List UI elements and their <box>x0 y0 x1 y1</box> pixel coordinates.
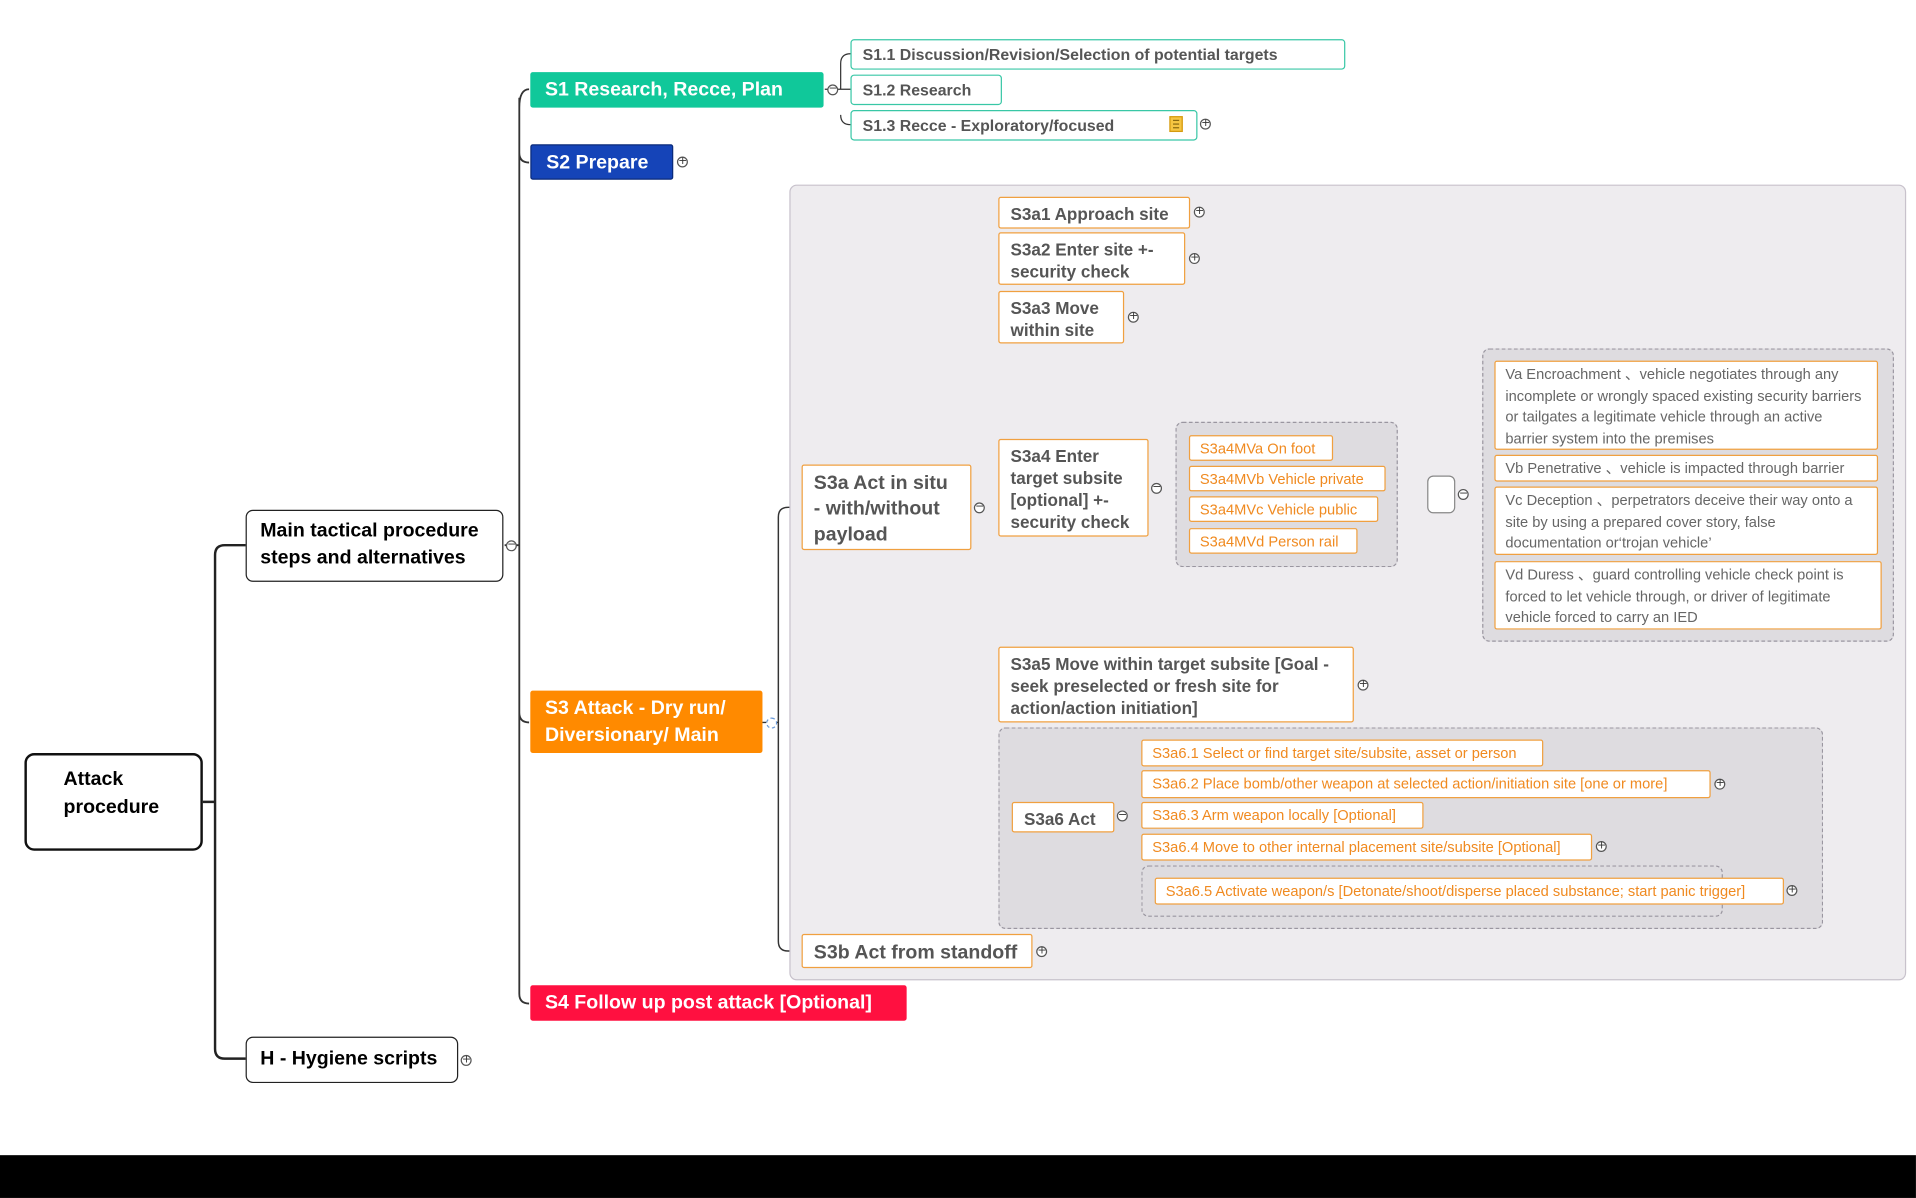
s3a6-child-node[interactable]: S3a6.4 Move to other internal placement … <box>1141 833 1593 861</box>
root-node[interactable]: Attack procedure <box>24 752 203 851</box>
s3a2-node[interactable]: S3a2 Enter site +- security check <box>998 232 1186 285</box>
expand-icon[interactable]: + <box>1786 883 1798 897</box>
collapse-icon[interactable]: − <box>827 83 839 96</box>
collapse-icon[interactable] <box>766 717 778 729</box>
expand-icon[interactable]: + <box>460 1053 472 1066</box>
s1-child-node[interactable]: S1.2 Research <box>850 74 1002 106</box>
black-footer-bar <box>0 1155 1916 1198</box>
expand-icon[interactable]: + <box>1199 117 1211 130</box>
expand-icon[interactable]: + <box>1193 205 1205 218</box>
s3b-node[interactable]: S3b Act from standoff <box>801 933 1033 969</box>
main-procedure-node[interactable]: Main tactical procedure steps and altern… <box>245 509 504 582</box>
s3a4-mode-node[interactable]: S3a4MVa On foot <box>1188 435 1334 461</box>
expand-icon[interactable]: + <box>1188 251 1200 265</box>
s3a4-node[interactable]: S3a4 Enter target subsite [optional] +- … <box>998 438 1149 537</box>
s3a6-node[interactable]: S3a6 Act <box>1011 801 1115 833</box>
s3a6-child-node[interactable]: S3a6.1 Select or find target site/subsit… <box>1141 739 1544 767</box>
s1-child-node[interactable]: S1.3 Recce - Exploratory/focused <box>850 110 1198 141</box>
s1-child-node[interactable]: S1.1 Discussion/Revision/Selection of po… <box>850 39 1346 70</box>
s3a6-child-node[interactable]: S3a6.3 Arm weapon locally [Optional] <box>1141 801 1424 829</box>
s3a5-node[interactable]: S3a5 Move within target subsite [Goal - … <box>998 646 1354 723</box>
expand-icon[interactable]: + <box>1714 777 1726 790</box>
s3a3-node[interactable]: S3a3 Move within site <box>998 290 1125 344</box>
expand-icon[interactable]: + <box>1595 839 1607 853</box>
connector-root <box>202 543 246 1060</box>
vehicle-mode-node[interactable]: Vb Penetrative 、vehicle is impacted thro… <box>1494 454 1879 482</box>
collapse-icon[interactable]: − <box>1457 487 1469 500</box>
s3a6-child-node[interactable]: S3a6.5 Activate weapon/s [Detonate/shoot… <box>1154 877 1784 905</box>
connector-s1 <box>824 53 851 126</box>
s3a4-mode-node[interactable]: S3a4MVd Person rail <box>1188 528 1358 554</box>
collapse-icon[interactable]: − <box>1116 809 1128 822</box>
brace-frame <box>1427 475 1456 514</box>
collapse-icon[interactable]: − <box>505 539 517 552</box>
step-s4-node[interactable]: S4 Follow up post attack [Optional] <box>530 985 907 1021</box>
collapse-icon[interactable]: − <box>973 501 985 514</box>
vehicle-mode-node[interactable]: Vc Deception 、perpetrators deceive their… <box>1494 486 1879 555</box>
step-s3-node[interactable]: S3 Attack - Dry run/ Diversionary/ Main <box>530 690 763 753</box>
vehicle-mode-node[interactable]: Vd Duress 、guard controlling vehicle che… <box>1494 561 1882 630</box>
expand-icon[interactable]: + <box>676 155 688 168</box>
note-icon[interactable] <box>1169 116 1183 133</box>
collapse-icon[interactable]: − <box>1151 481 1163 494</box>
step-s1-node[interactable]: S1 Research, Recce, Plan <box>530 72 824 108</box>
vehicle-mode-node[interactable]: Va Encroachment 、vehicle negotiates thro… <box>1494 360 1879 450</box>
s3a4-mode-node[interactable]: S3a4MVb Vehicle private <box>1188 465 1386 492</box>
s3a4-mode-node[interactable]: S3a4MVc Vehicle public <box>1188 496 1379 522</box>
expand-icon[interactable]: + <box>1357 678 1369 691</box>
hygiene-node[interactable]: H - Hygiene scripts <box>245 1036 459 1084</box>
expand-icon[interactable]: + <box>1127 310 1139 323</box>
expand-icon[interactable]: + <box>1036 944 1048 958</box>
step-s2-node[interactable]: S2 Prepare <box>530 144 674 180</box>
s3a1-node[interactable]: S3a1 Approach site <box>998 196 1191 229</box>
s3a-node[interactable]: S3a Act in situ - with/without payload <box>801 464 972 551</box>
connector-s3 <box>762 506 802 952</box>
s3a6-child-node[interactable]: S3a6.2 Place bomb/other weapon at select… <box>1141 770 1711 799</box>
